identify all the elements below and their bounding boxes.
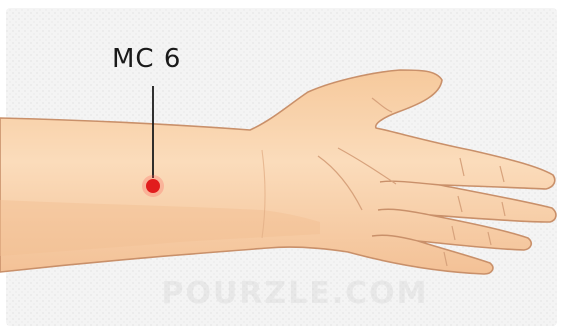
watermark-text: POURZLE.COM — [150, 276, 440, 311]
acupoint-marker — [146, 179, 160, 193]
acupoint-label: MC 6 — [112, 44, 181, 74]
